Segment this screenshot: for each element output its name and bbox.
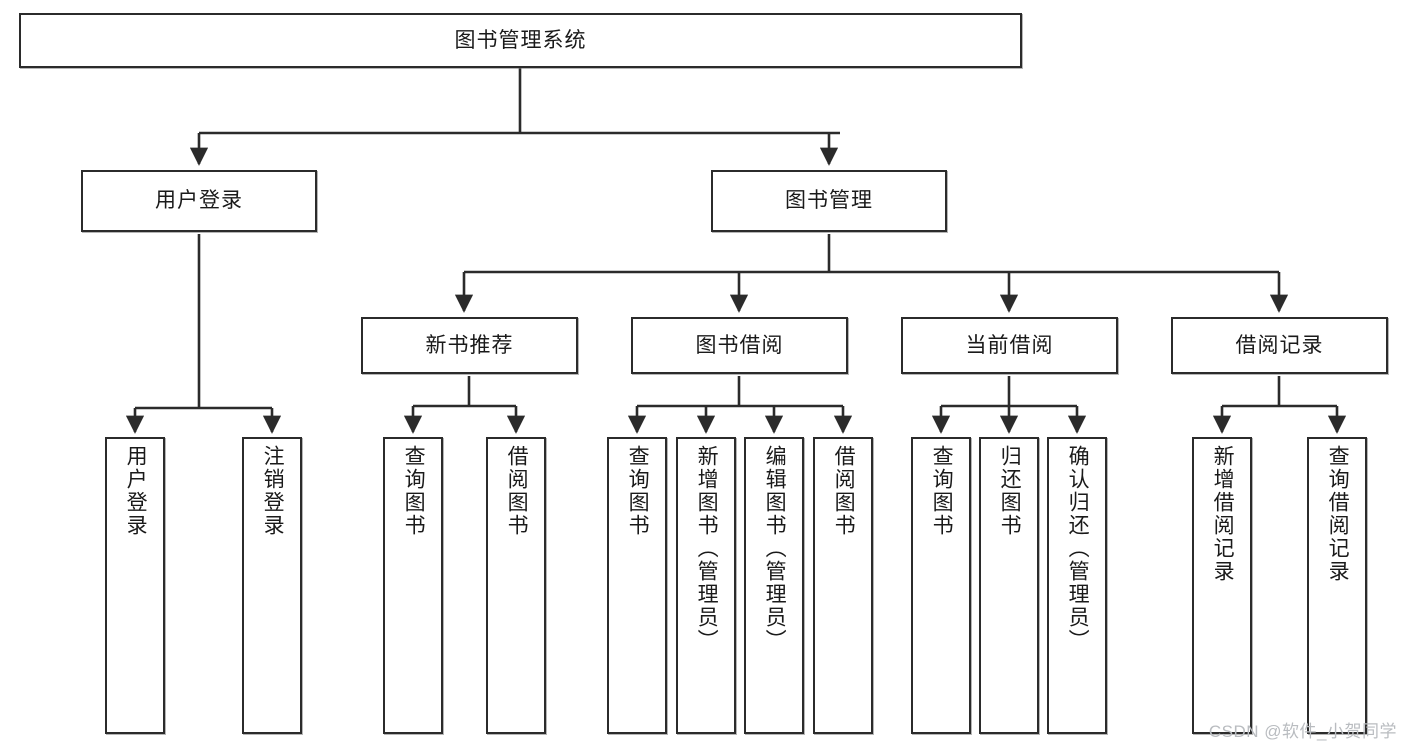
node-label: 新增图书（管理员）	[695, 445, 719, 652]
node-leaf-user-login[interactable]: 用户登录	[105, 437, 165, 734]
node-leaf-borrow-book-recommend[interactable]: 借阅图书	[486, 437, 546, 734]
watermark-text: CSDN @软件_小贺同学	[1208, 722, 1397, 741]
node-label: 归还图书	[998, 445, 1022, 537]
node-root-system[interactable]: 图书管理系统	[19, 13, 1022, 68]
node-borrow-record[interactable]: 借阅记录	[1171, 317, 1388, 374]
node-label: 图书管理	[785, 189, 873, 213]
node-label: 借阅图书	[832, 445, 856, 537]
node-label: 用户登录	[155, 189, 243, 213]
node-leaf-query-borrow-record[interactable]: 查询借阅记录	[1307, 437, 1367, 734]
node-label: 借阅图书	[505, 445, 529, 537]
node-label: 当前借阅	[965, 333, 1054, 357]
node-label: 编辑图书（管理员）	[763, 445, 787, 652]
node-label: 用户登录	[124, 445, 148, 537]
node-label: 查询图书	[626, 445, 650, 537]
node-leaf-edit-book-admin[interactable]: 编辑图书（管理员）	[744, 437, 804, 734]
node-label: 查询图书	[930, 445, 954, 537]
node-label: 图书借阅	[695, 333, 784, 357]
node-label: 新书推荐	[425, 333, 514, 357]
node-current-borrow[interactable]: 当前借阅	[901, 317, 1118, 374]
node-user-login[interactable]: 用户登录	[81, 170, 317, 232]
node-leaf-confirm-return-admin[interactable]: 确认归还（管理员）	[1047, 437, 1107, 734]
node-leaf-query-book-current[interactable]: 查询图书	[911, 437, 971, 734]
node-book-management[interactable]: 图书管理	[711, 170, 947, 232]
node-leaf-borrow-book[interactable]: 借阅图书	[813, 437, 873, 734]
node-label: 确认归还（管理员）	[1066, 445, 1090, 652]
node-leaf-logout[interactable]: 注销登录	[242, 437, 302, 734]
node-book-borrow[interactable]: 图书借阅	[631, 317, 848, 374]
node-label: 查询图书	[402, 445, 426, 537]
node-leaf-add-borrow-record[interactable]: 新增借阅记录	[1192, 437, 1252, 734]
node-label: 查询借阅记录	[1326, 445, 1350, 583]
node-label: 注销登录	[261, 445, 285, 537]
node-new-book-recommend[interactable]: 新书推荐	[361, 317, 578, 374]
node-label: 借阅记录	[1235, 333, 1324, 357]
node-leaf-query-book-recommend[interactable]: 查询图书	[383, 437, 443, 734]
node-label: 新增借阅记录	[1211, 445, 1235, 583]
node-leaf-add-book-admin[interactable]: 新增图书（管理员）	[676, 437, 736, 734]
node-leaf-return-book[interactable]: 归还图书	[979, 437, 1039, 734]
node-label: 图书管理系统	[454, 28, 587, 52]
node-leaf-query-book[interactable]: 查询图书	[607, 437, 667, 734]
